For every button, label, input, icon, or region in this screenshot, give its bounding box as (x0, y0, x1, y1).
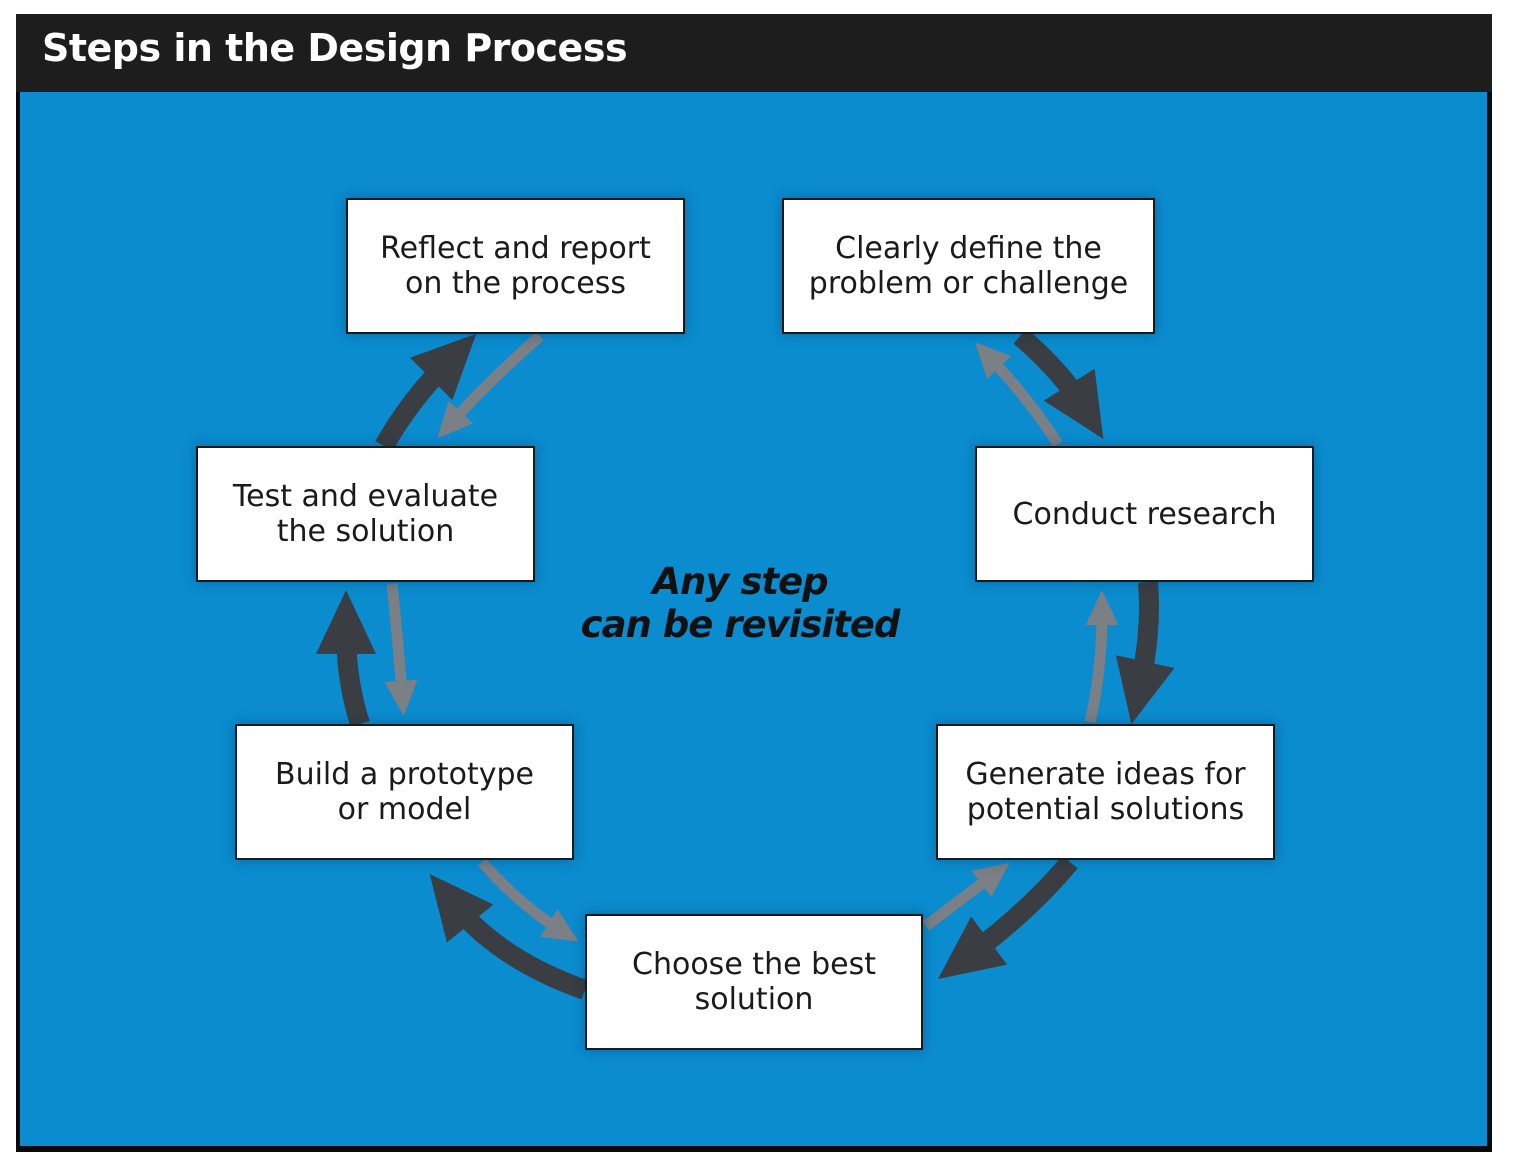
diagram-title: Steps in the Design Process (42, 26, 628, 70)
arrow-build-to-test (316, 590, 377, 728)
center-note: Any step can be revisited (580, 560, 901, 646)
step-choose-best-label: Choose the best solution (632, 947, 876, 1017)
arrow-ideas-to-choose (938, 855, 1078, 980)
back-arrow-build-to-choose (477, 858, 579, 942)
arrow-test-to-reflect (375, 333, 477, 451)
arrow-define-to-research (1013, 328, 1104, 439)
step-build-prototype: Build a prototype or model (235, 724, 574, 860)
back-arrow-test-to-build (384, 583, 418, 716)
step-generate-ideas: Generate ideas for potential solutions (936, 724, 1275, 860)
step-test-evaluate-label: Test and evaluate the solution (232, 479, 499, 549)
step-conduct-research-label: Conduct research (1012, 496, 1277, 532)
arrow-choose-to-build (429, 874, 589, 1000)
step-define-problem-label: Clearly define the problem or challenge (808, 231, 1129, 301)
step-generate-ideas-label: Generate ideas for potential solutions (965, 757, 1246, 827)
back-arrow-reflect-to-test (437, 331, 544, 439)
step-define-problem: Clearly define the problem or challenge (782, 198, 1155, 334)
back-arrow-research-to-define (974, 342, 1063, 447)
step-build-prototype-label: Build a prototype or model (275, 757, 534, 827)
back-arrow-choose-to-ideas (922, 862, 1010, 931)
step-choose-best: Choose the best solution (585, 914, 923, 1050)
step-reflect-report: Reflect and report on the process (346, 198, 685, 334)
step-conduct-research: Conduct research (975, 446, 1314, 582)
step-test-evaluate: Test and evaluate the solution (196, 446, 535, 582)
back-arrow-ideas-to-research (1084, 590, 1119, 724)
step-reflect-report-label: Reflect and report on the process (380, 231, 651, 301)
title-bar: Steps in the Design Process (16, 14, 1492, 92)
arrow-research-to-ideas (1115, 581, 1175, 725)
